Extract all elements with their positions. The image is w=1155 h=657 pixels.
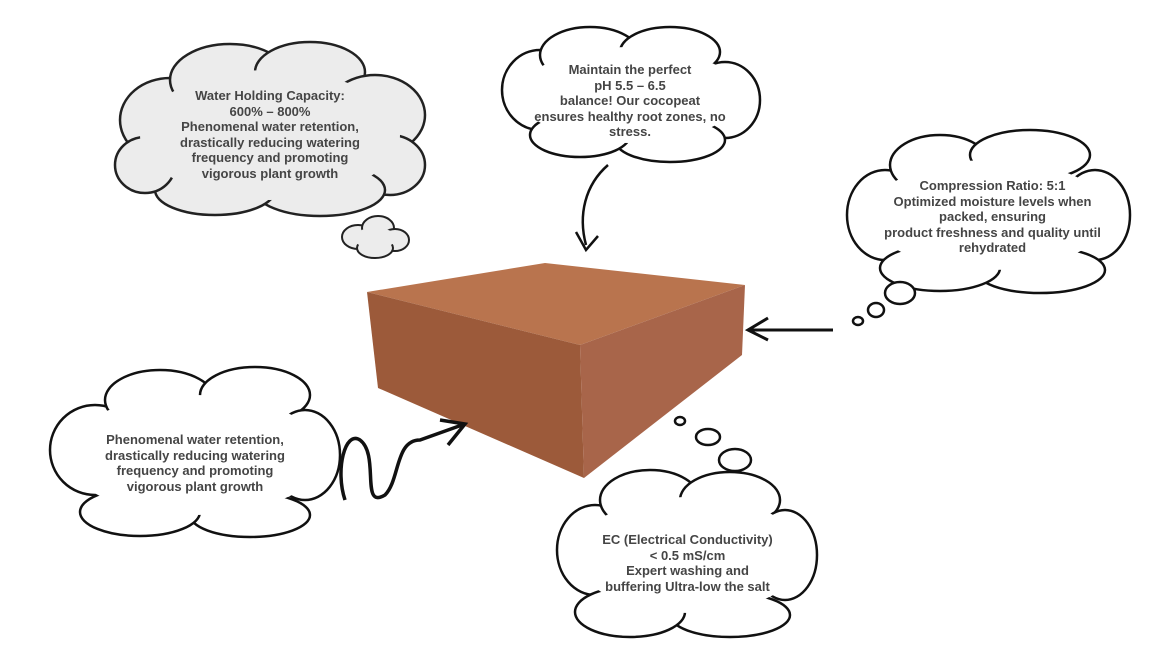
cloud-water-holding: [113, 40, 427, 218]
cloud-ph: [500, 25, 762, 164]
cloud-retention: [48, 365, 342, 539]
cocopeat-block: [367, 263, 745, 478]
arrow-compression: [744, 316, 833, 342]
thought-bubbles-right: [851, 280, 917, 327]
water-holding-text: Water Holding Capacity: 600% – 800% Phen…: [180, 88, 360, 181]
arrow-ph: [574, 164, 609, 253]
compression-text: Compression Ratio: 5:1 Optimized moistur…: [884, 178, 1101, 255]
ph-text: Maintain the perfect pH 5.5 – 6.5 balanc…: [534, 62, 726, 139]
retention-text: Phenomenal water retention, drastically …: [105, 432, 285, 494]
thought-bubbles-bottom: [673, 415, 753, 473]
cloud-ec: [555, 468, 819, 639]
cloud-compression: [845, 128, 1132, 295]
small-cloud: [341, 215, 410, 259]
arrow-squiggle: [339, 418, 469, 501]
ec-text: EC (Electrical Conductivity) < 0.5 mS/cm…: [602, 532, 773, 594]
